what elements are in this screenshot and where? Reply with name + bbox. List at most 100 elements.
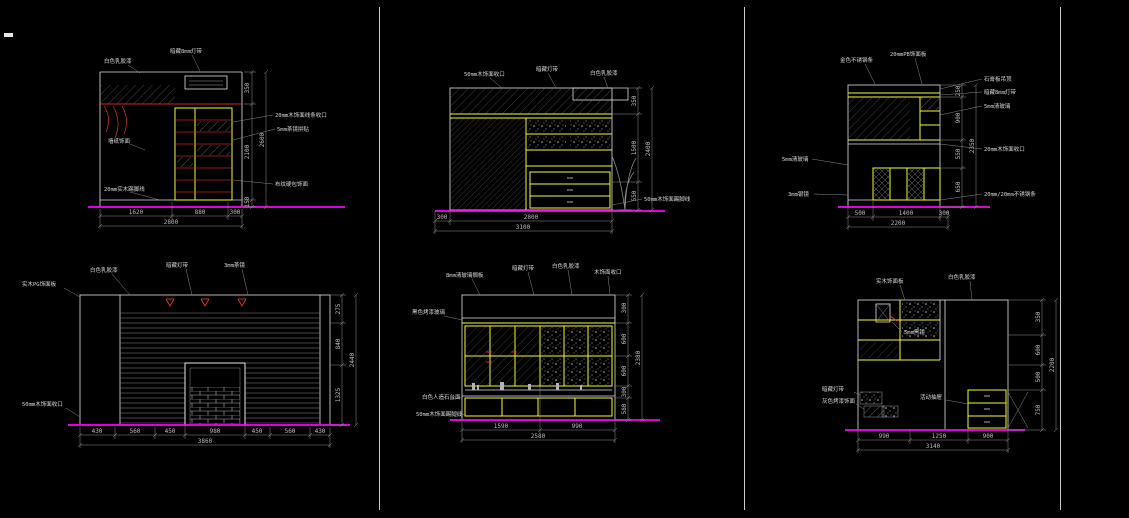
door-crosshatch [874, 169, 889, 199]
dimension-chain-bottom: 430 560 450 980 450 560 430 3860 [77, 425, 333, 448]
dim-label: 600 [621, 365, 628, 376]
dim-label: 900 [955, 112, 962, 123]
annotation-label: 50mm木饰面收口 [22, 400, 63, 408]
dim-label: 550 [955, 148, 962, 159]
sheet-divider-2 [744, 7, 745, 510]
annotation-label: 20mm/20mm不锈钢条 [984, 190, 1036, 198]
dim-label: 500 [855, 210, 866, 217]
deco-panel [528, 120, 566, 132]
shelf-hatch [860, 342, 898, 358]
annotation-label: 金色不锈钢条 [840, 56, 874, 64]
wallpaper-hatch [100, 85, 175, 104]
dimension-chain-bottom: 500 1400 300 2200 [845, 200, 951, 230]
annotations: 实木PG饰面板 白色乳胶漆 暗藏灯带 3mm茶镜 50mm木饰面收口 [22, 261, 249, 418]
elevation-drawing-3[interactable]: 250 900 550 650 2350 500 1400 300 2200 金… [780, 45, 1110, 250]
dim-label: 650 [955, 181, 962, 192]
annotation-label: 墙纸饰面 [108, 137, 131, 145]
annotation-label: 5mm茶镜拼贴 [277, 125, 309, 133]
fireplace-opening [184, 362, 246, 426]
annotation-label: 实木饰面板 [876, 277, 904, 285]
dim-label: 1325 [335, 387, 342, 402]
dimension-chain-bottom: 1620 880 300 2800 [97, 202, 245, 229]
annotation-label: 白色乳胶漆 [948, 273, 976, 281]
elevation-drawing-5[interactable]: 300 600 600 300 580 2380 1590 990 2580 8… [410, 258, 680, 458]
elevation-drawing-2[interactable]: 350 1500 550 2400 300 2800 3100 50mm木饰面收… [420, 60, 740, 250]
annotation-label: 5mm清玻璃 [782, 155, 809, 163]
dim-label: 300 [230, 209, 241, 216]
dim-label: 450 [252, 428, 263, 435]
annotation-label: 5mm黑镜 [904, 328, 925, 336]
annotation-label: 50mm木饰面踢脚线 [644, 195, 691, 203]
door-crosshatch [908, 169, 923, 199]
dimension-chain-bottom: 1590 990 2580 [459, 386, 618, 443]
annotation-label: 活动抽屉 [920, 393, 943, 401]
dim-label: 275 [335, 303, 342, 314]
annotation-label: 20mmPB饰面板 [890, 50, 927, 58]
wall-structure [847, 84, 941, 208]
annotation-label: 20mm木饰面收口 [984, 145, 1025, 153]
wall-structure [99, 71, 243, 207]
dim-label: 350 [1035, 311, 1042, 322]
drawer-unit [967, 389, 1029, 429]
upper-hatch [848, 97, 910, 140]
annotation-label: 暗藏8mm灯带 [170, 47, 202, 55]
shelf-hatch [177, 157, 193, 167]
annotations: 实木饰面板 白色乳胶漆 5mm黑镜 暗藏灯带 灰色烤漆饰面 活动抽屉 [822, 273, 976, 410]
dim-label: 430 [92, 428, 103, 435]
dim-label: 250 [955, 85, 962, 96]
annotation-label: 石膏板吊顶 [984, 75, 1012, 83]
dimension-chain-bottom: 300 2800 3100 [432, 210, 615, 234]
dim-total-label: 2600 [259, 132, 266, 147]
dim-label: 600 [1035, 344, 1042, 355]
annotation-label: 20mm木饰面线条收口 [275, 111, 327, 119]
annotation-label: 白色人造石台面 [422, 393, 461, 401]
brick-hatch [190, 387, 240, 425]
dim-total-label: 2380 [635, 350, 642, 365]
dim-total-label: 3140 [926, 443, 941, 450]
dim-label: 2800 [524, 214, 539, 221]
dimension-chain-right: 275 840 1325 2440 [330, 292, 359, 428]
dimension-chain-bottom: 990 1250 900 3140 [855, 428, 1011, 453]
dim-total-label: 2200 [891, 220, 906, 227]
annotation-label: 黑色烤漆玻璃 [412, 308, 446, 316]
annotation-label: 白色乳胶漆 [104, 57, 132, 65]
annotation-label: 50mm木饰面踢脚线 [416, 410, 463, 418]
shelf-panel [902, 322, 938, 338]
dim-label: 450 [165, 428, 176, 435]
upper-band-hatch [450, 88, 612, 114]
dim-total-label: 2440 [349, 352, 356, 367]
dim-label: 550 [631, 190, 638, 201]
annotation-label: 白色乳胶漆 [552, 262, 580, 270]
dimension-chain-right: 250 900 550 650 2350 [940, 82, 979, 210]
sheet-divider-1 [379, 7, 380, 510]
dim-label: 500 [1035, 371, 1042, 382]
annotation-label: 布纹硬包饰面 [275, 180, 309, 188]
dim-label: 430 [315, 428, 326, 435]
cabinet [174, 107, 233, 201]
elevation-drawing-1[interactable]: 350 2100 150 2600 1620 880 300 2800 白色乳胶… [70, 40, 370, 240]
dim-label: 350 [244, 82, 251, 93]
annotations: 8mm清玻璃搁板 暗藏灯带 白色乳胶漆 木饰面收口 黑色烤漆玻璃 白色人造石台面… [412, 262, 622, 418]
dim-label: 1400 [899, 210, 914, 217]
wardrobe-door-hatch [451, 119, 525, 209]
elevation-drawing-6[interactable]: 350 600 500 750 2200 990 1250 900 3140 实… [820, 262, 1129, 462]
shelf-hatch [197, 145, 230, 155]
deco-panel [570, 136, 610, 148]
dim-label: 750 [1035, 404, 1042, 415]
annotation-label: 3mm茶镜 [224, 261, 245, 269]
dimension-chain-right: 350 2100 150 2600 [234, 69, 269, 210]
door-swing [1007, 391, 1029, 429]
annotation-label: 白色乳胶漆 [90, 266, 118, 274]
dim-label: 840 [335, 338, 342, 349]
annotation-label: 3mm银镜 [788, 190, 809, 198]
curtain-red-detail [100, 103, 242, 139]
annotation-label: 暗藏8mm灯带 [984, 88, 1016, 96]
dim-total-label: 2400 [645, 141, 652, 156]
dim-label: 1500 [631, 140, 638, 155]
dim-label: 990 [572, 423, 583, 430]
dim-label: 1620 [129, 209, 144, 216]
elevation-drawing-4[interactable]: 275 840 1325 2440 430 560 450 980 450 56… [20, 255, 380, 460]
sheet-divider-3 [1060, 7, 1061, 510]
annotation-label: 5mm清玻璃 [984, 102, 1011, 110]
